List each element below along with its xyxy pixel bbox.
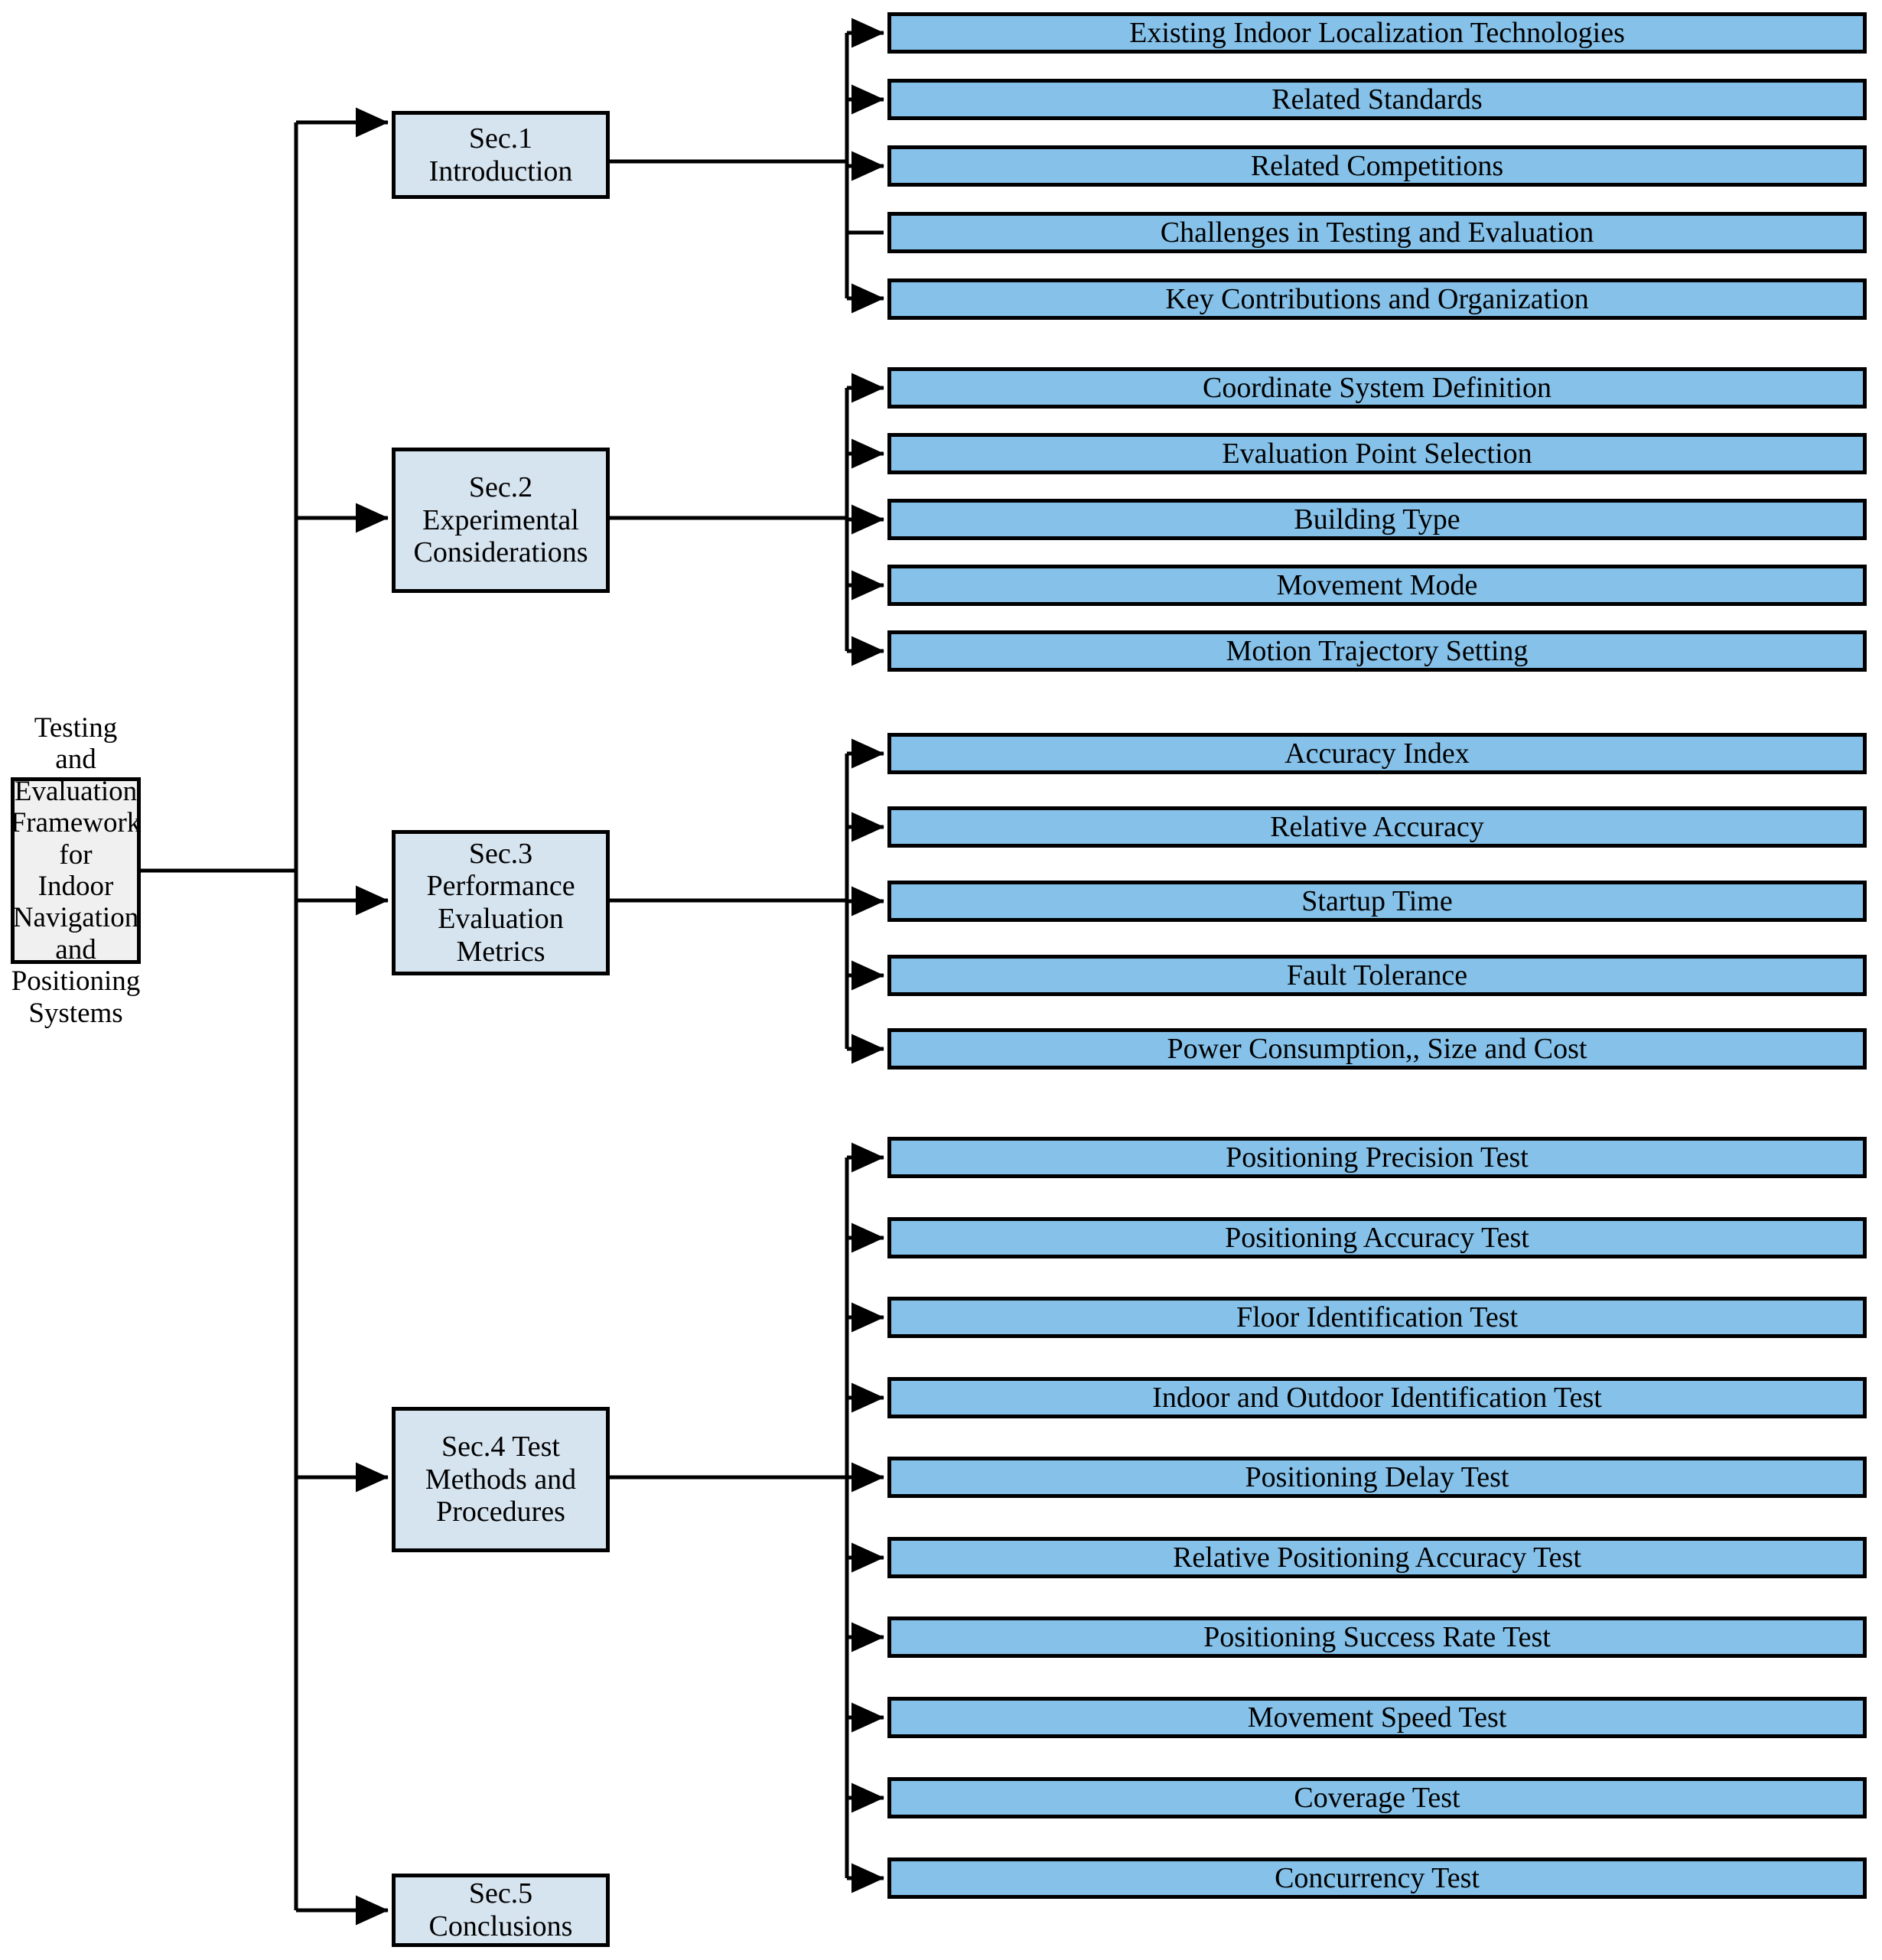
leaf-node[interactable]: Floor Identification Test [887,1297,1867,1338]
leaf-label: Related Standards [1271,83,1483,116]
section-label-sec1: Sec.1 Introduction [428,122,573,187]
section-label-sec4: Sec.4 Test Methods and Procedures [425,1431,577,1529]
section-label-sec2: Sec.2 Experimental Considerations [413,471,588,569]
leaf-label: Building Type [1294,503,1460,536]
leaf-label: Relative Positioning Accuracy Test [1173,1541,1581,1574]
leaf-node[interactable]: Relative Positioning Accuracy Test [887,1537,1867,1578]
root-line-6: and [55,933,96,965]
section-node-sec1[interactable]: Sec.1 Introduction [392,111,610,199]
leaf-node[interactable]: Concurrency Test [887,1857,1867,1899]
leaf-node[interactable]: Challenges in Testing and Evaluation [887,212,1867,253]
leaf-label: Related Competitions [1250,149,1504,182]
leaf-label: Existing Indoor Localization Technologie… [1129,16,1625,49]
section-label-sec3: Sec.3 Performance Evaluation Metrics [426,837,575,968]
leaf-node[interactable]: Power Consumption,, Size and Cost [887,1028,1867,1070]
leaf-node[interactable]: Existing Indoor Localization Technologie… [887,12,1867,54]
leaf-node[interactable]: Movement Speed Test [887,1697,1867,1738]
leaf-node[interactable]: Positioning Delay Test [887,1457,1867,1498]
leaf-node[interactable]: Coverage Test [887,1777,1867,1818]
leaf-label: Concurrency Test [1275,1861,1480,1894]
leaf-label: Positioning Accuracy Test [1225,1221,1529,1254]
root-node[interactable]: Testing and Evaluation Framework for Ind… [10,712,142,1029]
leaf-label: Positioning Precision Test [1226,1141,1529,1174]
root-line-5: Navigation [12,902,139,934]
leaf-label: Evaluation Point Selection [1222,437,1532,470]
leaf-label: Fault Tolerance [1286,959,1468,991]
leaf-label: Accuracy Index [1285,737,1470,770]
leaf-label: Coverage Test [1294,1781,1460,1814]
leaf-node[interactable]: Accuracy Index [887,733,1867,774]
leaf-label: Floor Identification Test [1236,1301,1519,1333]
root-line-4: Indoor [37,871,114,902]
leaf-label: Motion Trajectory Setting [1226,634,1529,667]
leaf-node[interactable]: Coordinate System Definition [887,367,1867,409]
leaf-node[interactable]: Startup Time [887,881,1867,922]
leaf-node[interactable]: Motion Trajectory Setting [887,630,1867,672]
root-line-2: Evaluation [14,775,138,807]
leaf-node[interactable]: Evaluation Point Selection [887,433,1867,474]
leaf-node[interactable]: Related Standards [887,79,1867,120]
section-label-sec5: Sec.5 Conclusions [428,1877,573,1942]
section-node-sec4[interactable]: Sec.4 Test Methods and Procedures [392,1407,610,1552]
leaf-node[interactable]: Building Type [887,499,1867,540]
leaf-label: Key Contributions and Organization [1165,282,1589,315]
section-node-sec5[interactable]: Sec.5 Conclusions [392,1874,610,1947]
root-line-3: Framework for [10,807,142,871]
leaf-node[interactable]: Key Contributions and Organization [887,278,1867,320]
leaf-node[interactable]: Positioning Accuracy Test [887,1217,1867,1258]
root-line-8: Systems [28,997,123,1029]
leaf-label: Challenges in Testing and Evaluation [1160,216,1594,249]
leaf-node[interactable]: Positioning Precision Test [887,1137,1867,1178]
leaf-node[interactable]: Relative Accuracy [887,806,1867,848]
leaf-label: Startup Time [1301,884,1453,917]
leaf-label: Power Consumption,, Size and Cost [1167,1032,1587,1065]
leaf-label: Movement Speed Test [1247,1701,1507,1734]
leaf-label: Relative Accuracy [1270,810,1484,843]
leaf-label: Positioning Delay Test [1245,1460,1509,1493]
leaf-label: Positioning Success Rate Test [1203,1620,1551,1653]
leaf-node[interactable]: Indoor and Outdoor Identification Test [887,1377,1867,1418]
root-line-1: Testing and [34,711,118,776]
leaf-label: Coordinate System Definition [1203,371,1552,404]
section-node-sec2[interactable]: Sec.2 Experimental Considerations [392,448,610,593]
root-line-7: Positioning [11,965,141,998]
leaf-label: Movement Mode [1276,568,1478,601]
section-node-sec3[interactable]: Sec.3 Performance Evaluation Metrics [392,830,610,975]
leaf-label: Indoor and Outdoor Identification Test [1152,1381,1602,1414]
leaf-node[interactable]: Movement Mode [887,565,1867,606]
leaf-node[interactable]: Fault Tolerance [887,955,1867,996]
leaf-node[interactable]: Positioning Success Rate Test [887,1617,1867,1658]
leaf-node[interactable]: Related Competitions [887,145,1867,187]
